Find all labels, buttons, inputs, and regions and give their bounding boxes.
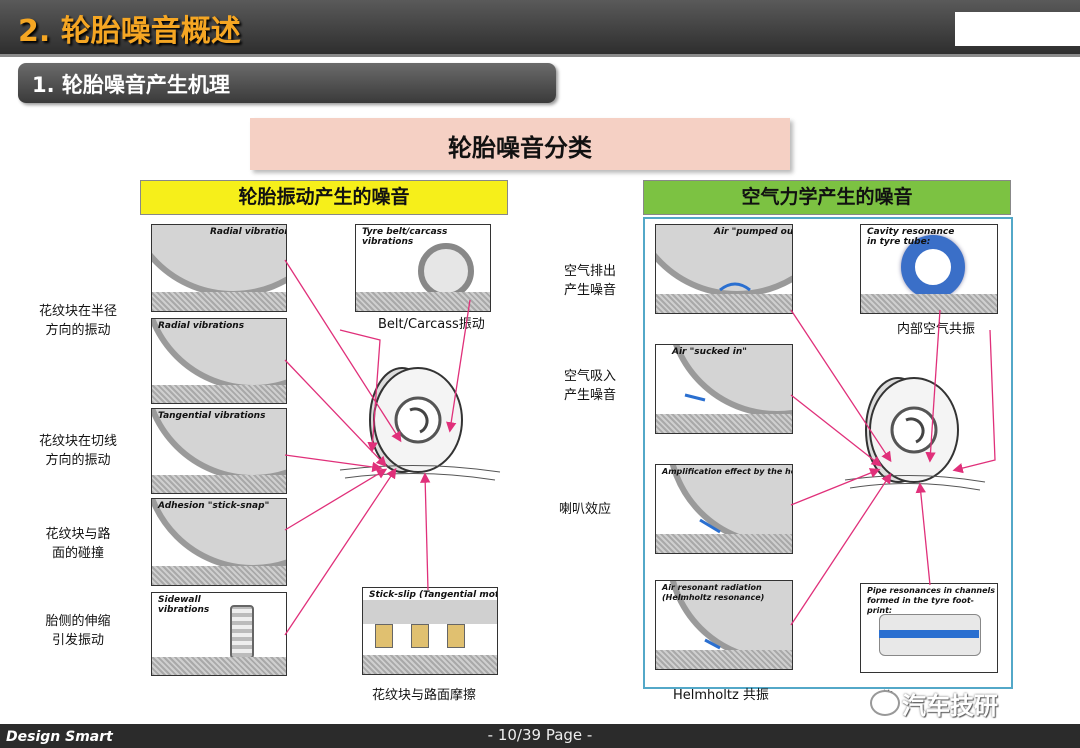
- panel-title: Cavity resonance in tyre tube:: [867, 227, 955, 247]
- header-bar: [0, 0, 1080, 54]
- vibration-category-title: 轮胎振动产生的噪音: [140, 180, 508, 215]
- stick-slip-panel: Stick-slip (Tangential motions): [362, 587, 498, 675]
- header-white-box: [955, 12, 1080, 46]
- belt-carcass-panel: Tyre belt/carcass vibrations: [355, 224, 491, 312]
- helmholtz-panel: Air resonant radiation (Helmholtz resona…: [655, 580, 793, 670]
- panel-title: Air resonant radiation (Helmholtz resona…: [662, 583, 765, 602]
- panel-title: Stick-slip (Tangential motions): [369, 590, 497, 600]
- horn-effect-panel: Amplification effect by the horn: [655, 464, 793, 554]
- sidewall-vibration-panel: Sidewall vibrations: [151, 592, 287, 676]
- aero-frame: [643, 217, 1013, 689]
- panel-title: Radial vibrations: [210, 227, 286, 237]
- vibration-label-2: 花纹块在切线 方向的振动: [38, 434, 117, 468]
- section-bar: [18, 63, 556, 103]
- panel-title: Radial vibrations: [158, 321, 245, 331]
- aero-label-2: 空气吸入 产生噪音: [563, 369, 616, 403]
- aero-category-title: 空气力学产生的噪音: [643, 180, 1011, 215]
- panel-title: Amplification effect by the horn: [662, 467, 793, 476]
- vibration-label-4: 胎侧的伸缩 引发振动: [45, 614, 111, 648]
- page-number: - 10/39 Page -: [487, 726, 593, 744]
- pipe-resonance-panel: Pipe resonances in channels formed in th…: [860, 583, 998, 673]
- belt-carcass-caption: Belt/Carcass振动: [378, 317, 485, 332]
- cavity-resonance-panel: Cavity resonance in tyre tube:: [860, 224, 998, 314]
- aero-label-1: 空气排出 产生噪音: [563, 264, 616, 298]
- panel-title: Tangential vibrations: [158, 411, 266, 421]
- wechat-icon: [870, 690, 900, 716]
- panel-title: Tyre belt/carcass vibrations: [362, 227, 448, 247]
- air-pumped-out-panel: Air "pumped out": [655, 224, 793, 314]
- stick-snap-panel: Adhesion "stick-snap": [151, 498, 287, 586]
- vibration-label-3: 花纹块与路 面的碰撞: [45, 527, 111, 561]
- air-sucked-in-panel: Air "sucked in": [655, 344, 793, 434]
- aero-label-3: 喇叭效应: [558, 502, 611, 517]
- panel-title: Air "pumped out": [714, 227, 793, 237]
- vibration-label-1: 花纹块在半径 方向的振动: [38, 304, 117, 338]
- classification-banner: [250, 118, 790, 170]
- stick-slip-caption: 花纹块与路面摩擦: [372, 688, 477, 703]
- footer-bar: [0, 724, 1080, 748]
- right-tyre-illustration: [844, 377, 986, 491]
- header-divider: [0, 54, 1080, 57]
- brand-text: Design Smart: [6, 729, 113, 745]
- panel-title: Air "sucked in": [672, 347, 747, 357]
- tangential-vibration-panel: Tangential vibrations: [151, 408, 287, 494]
- watermark: 汽车技研: [902, 692, 998, 720]
- radial-vibration-panel-2: Radial vibrations: [151, 318, 287, 404]
- radial-vibration-panel-1: Radial vibrations: [151, 224, 287, 312]
- helmholtz-caption: Helmholtz 共振: [673, 688, 769, 703]
- panel-title: Pipe resonances in channels formed in th…: [867, 586, 996, 615]
- section-title: 1. 轮胎噪音产生机理: [32, 73, 230, 97]
- page-title: 2. 轮胎噪音概述: [18, 14, 241, 49]
- cavity-caption: 内部空气共振: [897, 322, 976, 337]
- left-tyre-illustration: [339, 367, 501, 481]
- panel-title: Sidewall vibrations: [158, 595, 210, 615]
- panel-title: Adhesion "stick-snap": [158, 501, 270, 511]
- classification-title: 轮胎噪音分类: [448, 134, 592, 162]
